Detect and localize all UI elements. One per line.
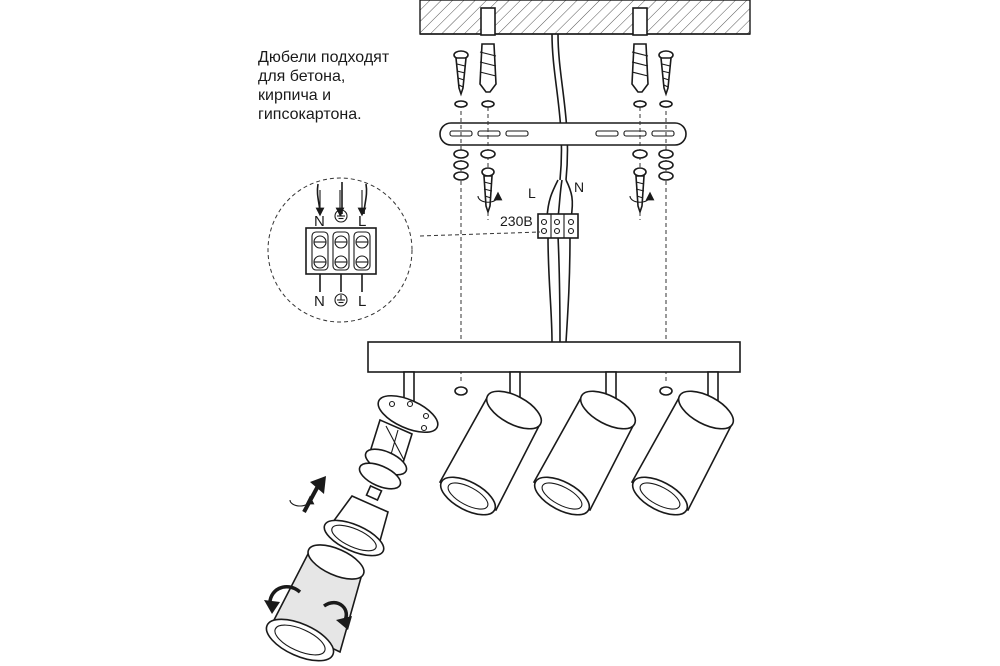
lamp-mount-plate — [377, 394, 439, 434]
screw-lower-right — [629, 167, 655, 215]
live-wire-label: L — [528, 185, 536, 201]
dowel-left — [479, 43, 497, 93]
power-cable — [546, 33, 574, 343]
mounting-bracket — [439, 122, 687, 146]
spotlight-head-2 — [532, 390, 637, 516]
note-line-4: гипсокартона. — [258, 106, 362, 123]
rotate-arrow-shade-right — [322, 600, 352, 630]
wiring-detail — [267, 177, 413, 323]
detail-top-neutral: N — [314, 213, 325, 230]
note-line-3: кирпича и — [258, 87, 331, 104]
neutral-wire-label: N — [574, 179, 584, 195]
ceiling-hole-right — [632, 7, 648, 36]
terminal-block — [537, 213, 579, 239]
detail-bottom-live: L — [358, 293, 366, 310]
base-screw-right — [659, 386, 673, 396]
dowel-note: Дюбели подходят для бетона, кирпича и ги… — [258, 49, 390, 123]
washer-stack-right — [632, 100, 674, 181]
screw-lower-left — [477, 167, 503, 215]
spot-stems — [403, 371, 719, 403]
lamp-socket-holder — [358, 418, 413, 490]
detail-bottom-neutral: N — [314, 293, 325, 310]
rotate-arrow-small — [289, 495, 315, 507]
detail-top-live: L — [358, 213, 366, 230]
screw-upper-right — [658, 50, 674, 97]
gu10-lamp — [323, 484, 389, 557]
fixture-base — [367, 341, 741, 396]
washer-stack-left — [453, 100, 496, 181]
spotlight-head-3 — [630, 390, 735, 516]
rotate-arrow-shade-left — [264, 585, 302, 614]
ground-icon — [334, 209, 348, 223]
base-screw-left — [454, 386, 468, 396]
note-line-1: Дюбели подходят — [258, 49, 390, 66]
screw-upper-left — [453, 50, 469, 97]
spotlight-head-1 — [438, 390, 543, 516]
voltage-label: 230В — [500, 213, 533, 229]
lamp-shade — [265, 544, 365, 662]
note-line-2: для бетона, — [258, 68, 345, 85]
dowel-right — [631, 43, 649, 93]
insert-arrow — [302, 476, 326, 513]
ground-icon-bottom — [334, 293, 348, 307]
ceiling — [419, 0, 751, 36]
ceiling-hole-left — [480, 7, 496, 36]
